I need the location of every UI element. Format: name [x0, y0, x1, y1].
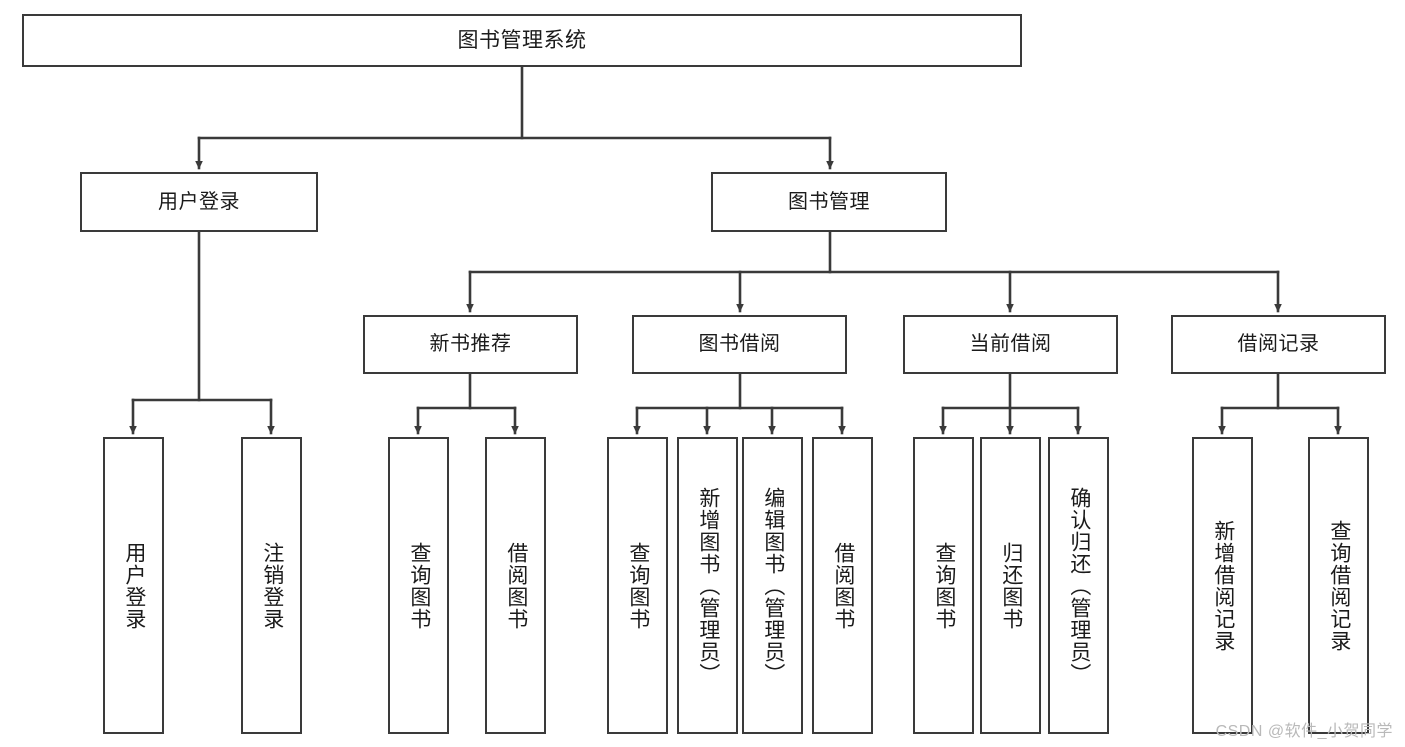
node-user-login[interactable]: 用户登录 — [80, 172, 318, 232]
node-label: 图书借阅 — [698, 333, 781, 356]
node-label: 用户登录 — [158, 190, 240, 213]
node-label: 新增借阅记录 — [1211, 519, 1235, 652]
node-label: 当前借阅 — [969, 333, 1052, 356]
csdn-watermark: CSDN @软件_小贺同学 — [1215, 723, 1393, 740]
node-label: 查询图书 — [626, 541, 650, 630]
node-label: 编辑图书（管理员） — [761, 486, 785, 685]
node-label: 借阅图书 — [831, 541, 855, 630]
leaf-user-login[interactable]: 用户登录 — [103, 437, 164, 734]
node-root-book-management-system[interactable]: 图书管理系统 — [22, 14, 1022, 67]
leaf-add-borrow-record[interactable]: 新增借阅记录 — [1192, 437, 1253, 734]
leaf-query-book-current[interactable]: 查询图书 — [913, 437, 974, 734]
node-label: 新增图书（管理员） — [696, 486, 720, 685]
node-label: 新书推荐 — [429, 333, 512, 356]
node-label: 借阅图书 — [504, 541, 528, 630]
leaf-add-book-admin[interactable]: 新增图书（管理员） — [677, 437, 738, 734]
node-label: 图书管理系统 — [457, 28, 587, 52]
leaf-edit-book-admin[interactable]: 编辑图书（管理员） — [742, 437, 803, 734]
node-label: 归还图书 — [999, 541, 1023, 630]
leaf-query-book-borrow[interactable]: 查询图书 — [607, 437, 668, 734]
node-label: 用户登录 — [122, 541, 146, 630]
node-label: 图书管理 — [788, 190, 870, 213]
leaf-query-borrow-record[interactable]: 查询借阅记录 — [1308, 437, 1369, 734]
leaf-borrow-book-new-recommend[interactable]: 借阅图书 — [485, 437, 546, 734]
node-new-book-recommend[interactable]: 新书推荐 — [363, 315, 578, 374]
node-borrow-record[interactable]: 借阅记录 — [1171, 315, 1386, 374]
node-label: 确认归还（管理员） — [1067, 486, 1091, 685]
leaf-confirm-return-admin[interactable]: 确认归还（管理员） — [1048, 437, 1109, 734]
node-book-borrow[interactable]: 图书借阅 — [632, 315, 847, 374]
leaf-borrow-book-borrow[interactable]: 借阅图书 — [812, 437, 873, 734]
node-label: 查询借阅记录 — [1327, 519, 1351, 652]
leaf-query-book-new-recommend[interactable]: 查询图书 — [388, 437, 449, 734]
node-book-manage[interactable]: 图书管理 — [711, 172, 947, 232]
node-label: 注销登录 — [260, 541, 284, 630]
leaf-return-book[interactable]: 归还图书 — [980, 437, 1041, 734]
node-label: 查询图书 — [932, 541, 956, 630]
node-label: 借阅记录 — [1237, 333, 1320, 356]
node-current-borrow[interactable]: 当前借阅 — [903, 315, 1118, 374]
leaf-logout-login[interactable]: 注销登录 — [241, 437, 302, 734]
node-label: 查询图书 — [407, 541, 431, 630]
